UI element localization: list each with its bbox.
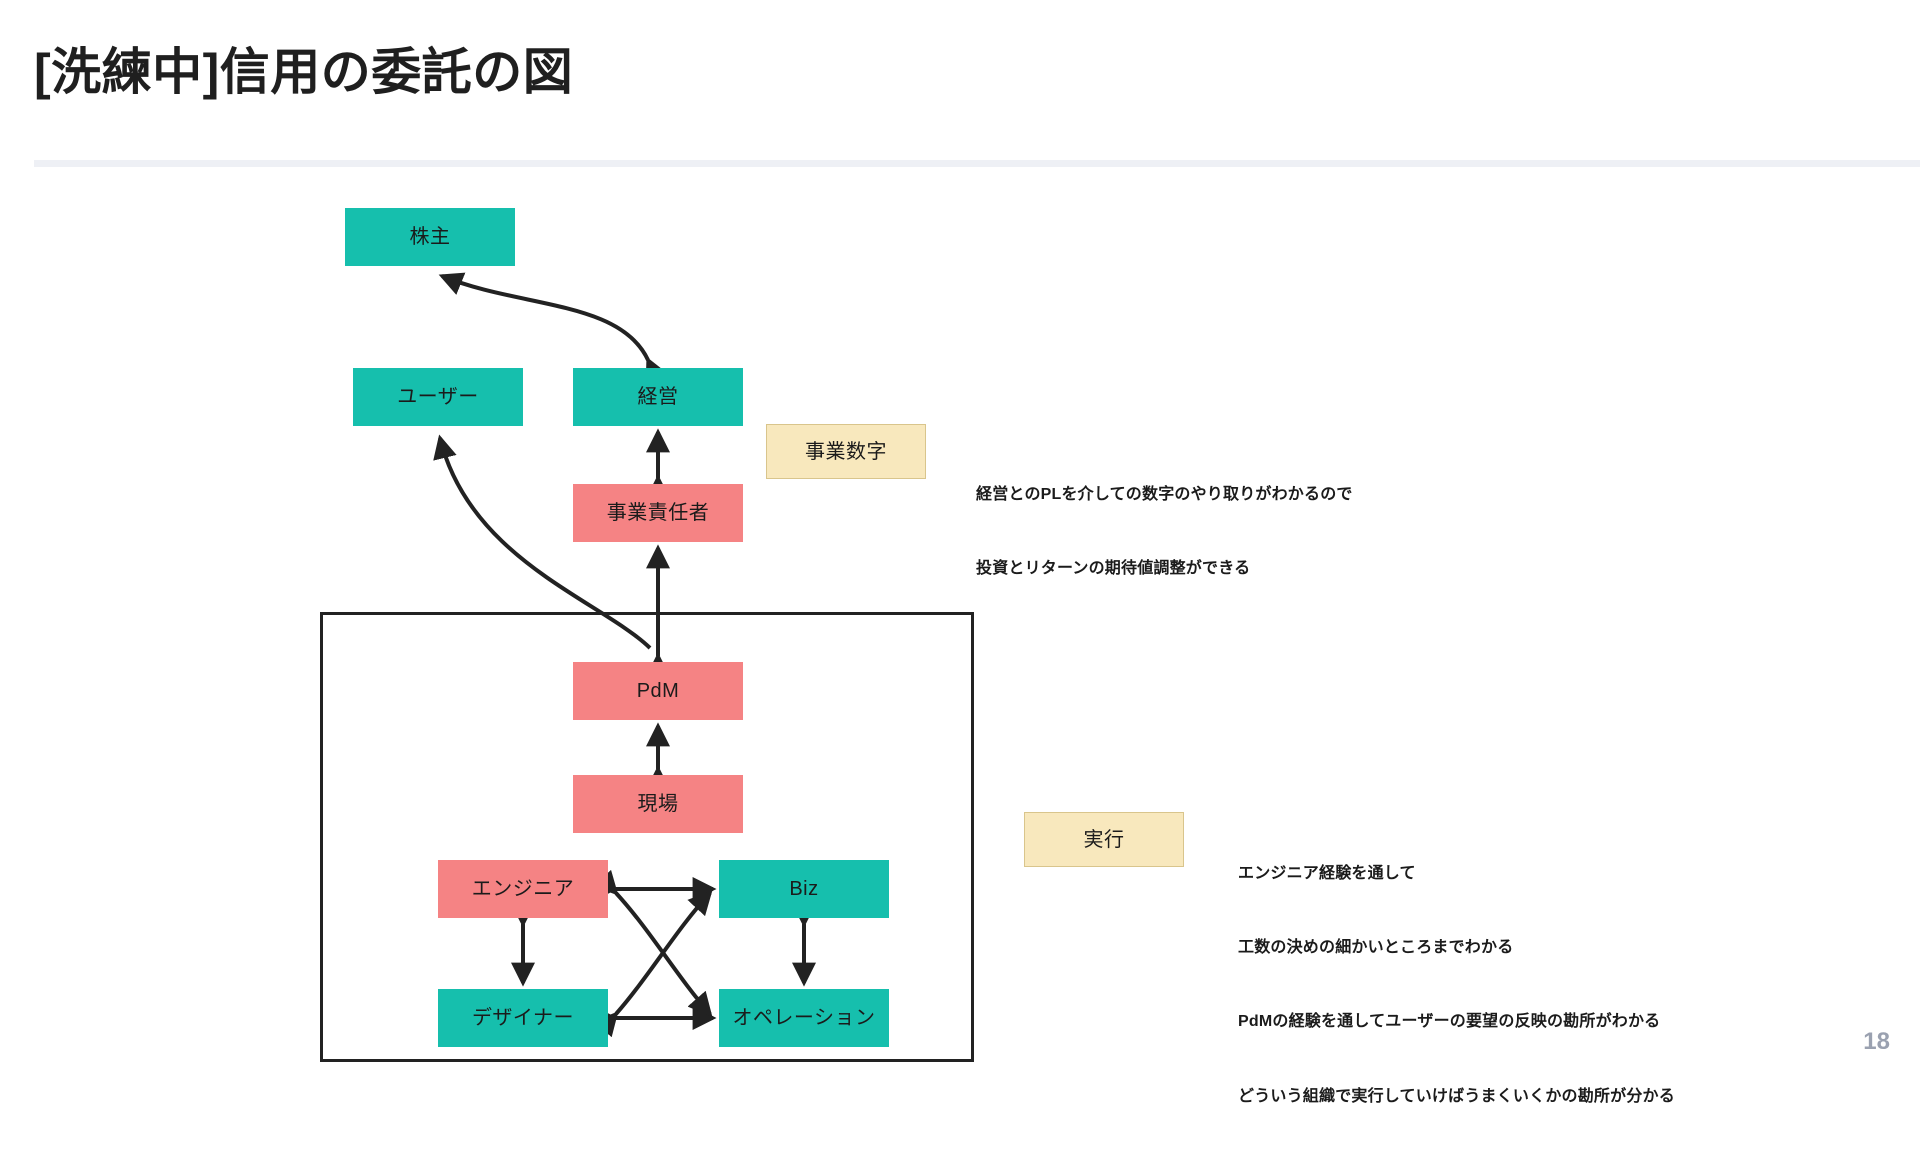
node-designer-label: デザイナー [471, 1007, 575, 1029]
node-management[interactable]: 経営 [573, 368, 743, 426]
trust-delegation-diagram: 株主 ユーザー 経営 事業責任者 PdM 現場 エンジニア Biz デザイナー … [320, 208, 1675, 1105]
node-engineer-label: エンジニア [471, 878, 575, 900]
node-operation-label: オペレーション [732, 1007, 876, 1029]
annotation-line: 経営とのPLを介しての数字のやり取りがわかるので [976, 485, 1353, 503]
title-divider [34, 160, 1920, 167]
annotation-line: エンジニア経験を通して [1238, 864, 1416, 882]
node-pdm-label: PdM [636, 680, 680, 702]
node-management-label: 経営 [637, 386, 679, 408]
annotation-line: 投資とリターンの期待値調整ができる [976, 559, 1251, 577]
annotation-box-execution-label: 実行 [1083, 828, 1125, 851]
node-engineer[interactable]: エンジニア [438, 860, 608, 918]
annotation-line: PdMの経験を通してユーザーの要望の反映の勘所がわかる [1238, 1013, 1661, 1031]
node-designer[interactable]: デザイナー [438, 989, 608, 1047]
annotation-text-business-numbers: 経営とのPLを介しての数字のやり取りがわかるので 投資とリターンの期待値調整がで… [976, 433, 1353, 631]
page-title: [洗練中]信用の委託の図 [34, 44, 574, 100]
node-operation[interactable]: オペレーション [719, 989, 889, 1047]
node-frontline-label: 現場 [637, 793, 679, 815]
edge-management-to-shareholder [438, 272, 668, 384]
annotation-box-execution[interactable]: 実行 [1024, 812, 1184, 867]
node-frontline[interactable]: 現場 [573, 775, 743, 833]
node-pdm[interactable]: PdM [573, 662, 743, 720]
node-user[interactable]: ユーザー [353, 368, 523, 426]
node-biz-label: Biz [789, 878, 819, 900]
annotation-box-business-numbers[interactable]: 事業数字 [766, 424, 926, 479]
node-user-label: ユーザー [397, 386, 479, 408]
page-number: 18 [1863, 1028, 1890, 1055]
annotation-text-execution: エンジニア経験を通して 工数の決めの細かいところまでわかる PdMの経験を通して… [1238, 812, 1675, 1159]
node-shareholder-label: 株主 [409, 226, 451, 248]
annotation-line: どういう組織で実行していけばうまくいくかの勘所が分かる [1238, 1087, 1675, 1105]
node-shareholder[interactable]: 株主 [345, 208, 515, 266]
node-biz[interactable]: Biz [719, 860, 889, 918]
annotation-box-business-numbers-label: 事業数字 [805, 440, 887, 463]
node-biz-owner[interactable]: 事業責任者 [573, 484, 743, 542]
node-biz-owner-label: 事業責任者 [606, 502, 710, 524]
annotation-line: 工数の決めの細かいところまでわかる [1238, 938, 1514, 956]
